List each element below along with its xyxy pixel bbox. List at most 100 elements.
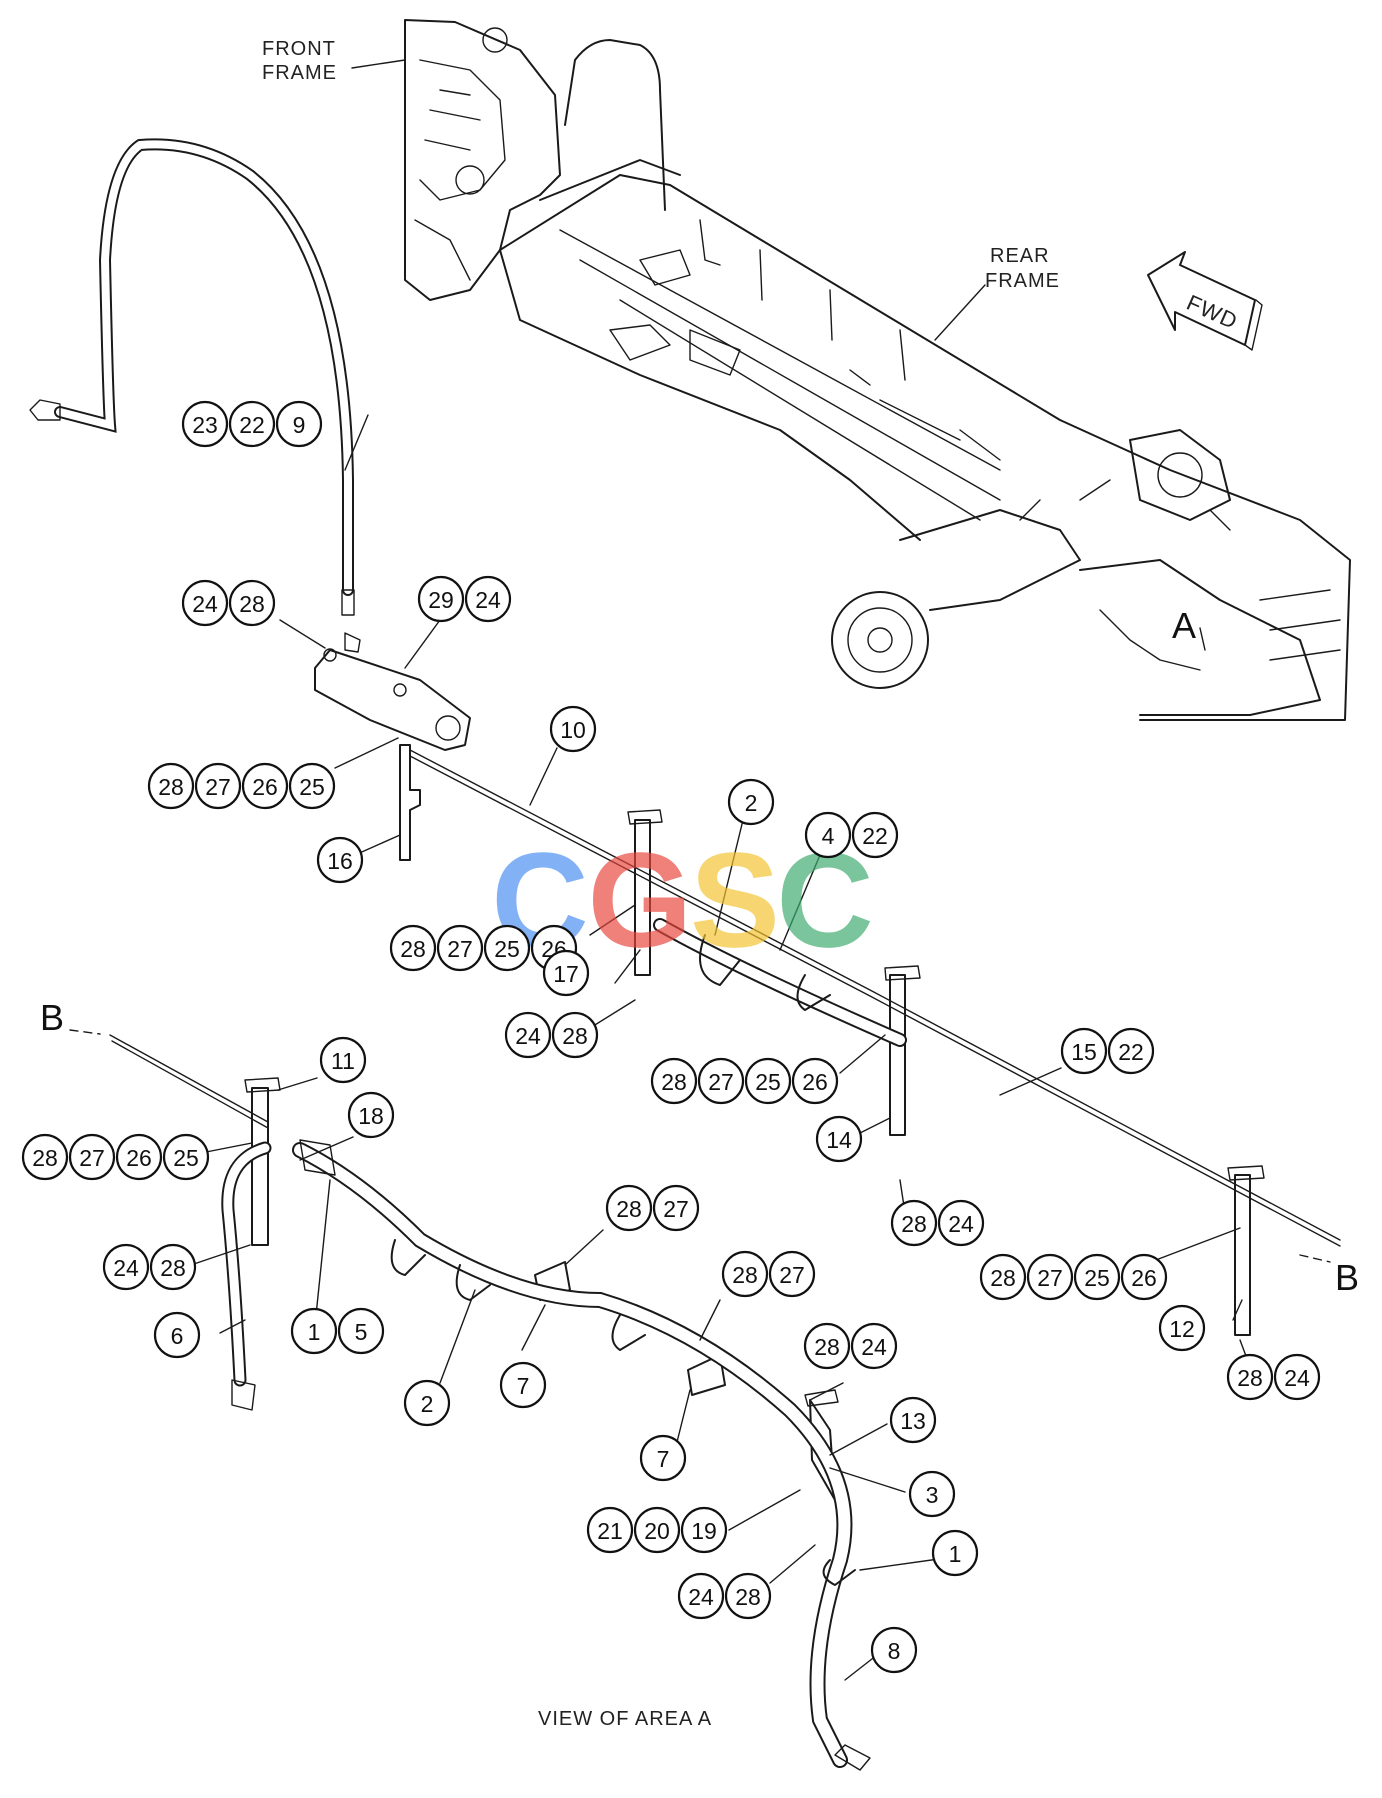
front-frame-label-line2: FRAME — [262, 62, 337, 84]
part-number-label: 28 — [814, 1334, 840, 1360]
front-frame-label-line1: FRONT — [262, 38, 336, 60]
part-bubble — [937, 1199, 985, 1247]
part-bubble — [347, 1091, 395, 1139]
part-number-label: 25 — [173, 1145, 199, 1171]
part-bubble — [744, 1057, 792, 1105]
part-bubble — [228, 579, 276, 627]
part-bubble — [542, 949, 590, 997]
part-bubble — [181, 400, 229, 448]
part-bubble — [908, 1470, 956, 1518]
part-bubble — [979, 1253, 1027, 1301]
part-number-label: 27 — [205, 774, 231, 800]
callout-group: 29 24 — [417, 575, 512, 623]
part-bubble — [851, 811, 899, 859]
part-bubble — [1226, 1353, 1274, 1401]
callout-group: 17 — [542, 949, 590, 997]
part-number-label: 25 — [494, 936, 520, 962]
part-bubble — [153, 1311, 201, 1359]
part-number-label: 25 — [755, 1069, 781, 1095]
callout-group: 11 — [319, 1036, 367, 1084]
part-bubble — [803, 1322, 851, 1370]
part-number-label: 11 — [331, 1048, 355, 1074]
part-bubble — [389, 924, 437, 972]
callout-group: 6 — [153, 1311, 201, 1359]
part-bubble — [162, 1133, 210, 1181]
part-number-label: 24 — [192, 591, 218, 617]
callout-group: 2 — [727, 778, 775, 826]
part-number-label: 18 — [358, 1103, 384, 1129]
part-number-label: 27 — [663, 1196, 689, 1222]
part-number-label: 28 — [1237, 1365, 1263, 1391]
callout-group: 7 — [499, 1361, 547, 1409]
part-number-label: 27 — [1037, 1265, 1063, 1291]
part-number-label: 26 — [802, 1069, 828, 1095]
part-bubble — [147, 762, 195, 810]
part-number-label: 29 — [428, 587, 454, 613]
part-number-label: 24 — [948, 1211, 974, 1237]
hose-1-8 — [292, 1139, 871, 1771]
hose-9 — [29, 138, 355, 616]
part-bubble — [1026, 1253, 1074, 1301]
part-bubble — [1073, 1253, 1121, 1301]
part-bubble — [403, 1379, 451, 1427]
part-number-label: 28 — [32, 1145, 58, 1171]
part-number-label: 28 — [990, 1265, 1016, 1291]
part-bubble — [102, 1243, 150, 1291]
rear-frame-label-line1: REAR — [990, 245, 1050, 267]
part-number-label: 1 — [949, 1541, 962, 1567]
part-bubble — [228, 400, 276, 448]
part-number-label: 28 — [158, 774, 184, 800]
part-number-label: 19 — [691, 1518, 717, 1544]
part-bubble — [1107, 1027, 1155, 1075]
part-bubble — [337, 1307, 385, 1355]
part-number-label: 28 — [160, 1255, 186, 1281]
part-number-label: 10 — [560, 717, 586, 743]
part-number-label: 24 — [113, 1255, 139, 1281]
part-number-label: 13 — [900, 1408, 926, 1434]
mounting-plate — [314, 632, 471, 751]
part-number-label: 12 — [1169, 1316, 1195, 1342]
part-bubble — [680, 1506, 728, 1554]
part-bubble — [483, 924, 531, 972]
part-number-label: 16 — [327, 848, 353, 874]
part-number-label: 28 — [616, 1196, 642, 1222]
part-bubble — [677, 1572, 725, 1620]
part-number-label: 8 — [888, 1638, 901, 1664]
area-a-marker: A — [1172, 605, 1196, 646]
part-bubble — [804, 811, 852, 859]
part-number-label: 24 — [475, 587, 501, 613]
part-number-label: 1 — [308, 1319, 321, 1345]
part-number-label: 24 — [515, 1023, 541, 1049]
forward-arrow-icon: FWD — [1147, 251, 1263, 351]
part-bubble — [504, 1011, 552, 1059]
part-bubble — [241, 762, 289, 810]
section-b-marker-left: B — [40, 997, 64, 1038]
part-bubble — [194, 762, 242, 810]
part-bubble — [551, 1011, 599, 1059]
callout-group: 2 — [403, 1379, 451, 1427]
part-bubble — [1120, 1253, 1168, 1301]
callout-group: 24 28 — [102, 1243, 197, 1291]
part-number-label: 28 — [562, 1023, 588, 1049]
part-number-label: 5 — [355, 1319, 368, 1345]
part-bubble — [724, 1572, 772, 1620]
part-bubble — [605, 1184, 653, 1232]
callout-group: 12 — [1158, 1304, 1206, 1352]
part-bubble — [68, 1133, 116, 1181]
part-number-label: 9 — [293, 412, 306, 438]
part-bubble — [417, 575, 465, 623]
machine-frame-drawing — [351, 19, 1351, 721]
part-number-label: 21 — [597, 1518, 623, 1544]
part-bubble — [115, 1133, 163, 1181]
part-bubble — [815, 1115, 863, 1163]
watermark-letter: S — [690, 825, 780, 976]
